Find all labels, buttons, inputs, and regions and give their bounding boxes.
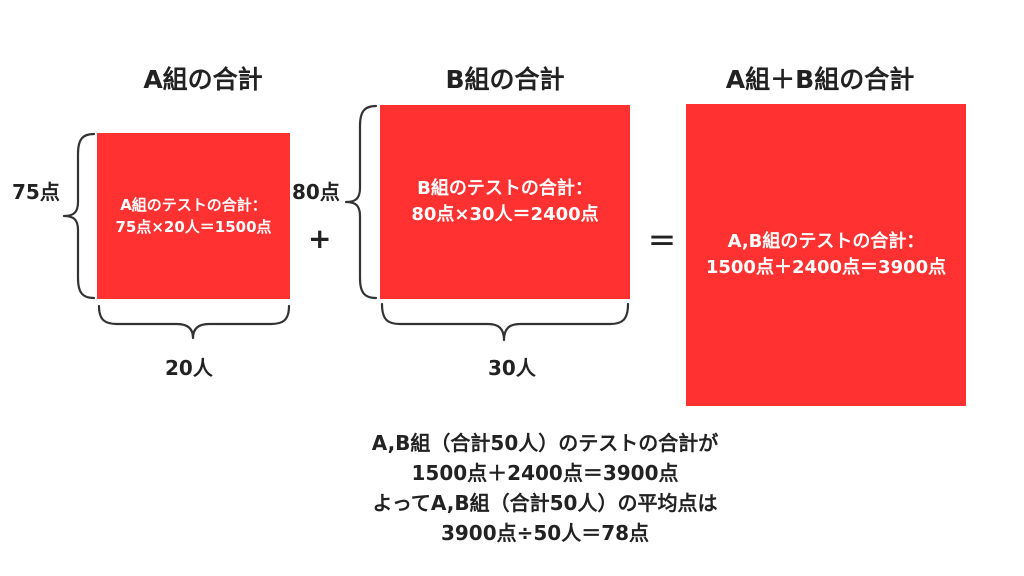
group-a-height-brace (62, 132, 96, 300)
group-ab-box-line2: 1500点＋2400点＝3900点 (705, 257, 947, 278)
equals-operator: ＝ (648, 225, 677, 258)
group-a-title: A組の合計 (143, 65, 263, 94)
group-a-width-label: 20人 (165, 356, 213, 380)
group-b-box-line2: 80点×30人＝2400点 (411, 204, 599, 225)
group-a-height-label: 75点 (12, 180, 60, 204)
plus-operator: + (308, 222, 332, 255)
group-b-box: B組のテストの合計： 80点×30人＝2400点 (380, 105, 630, 299)
group-a-box-line2: 75点×20人＝1500点 (115, 218, 272, 236)
group-a-box: A組のテストの合計： 75点×20人＝1500点 (97, 133, 290, 299)
summary-text: A,B組（合計50人）のテストの合計が 1500点＋2400点＝3900点 よっ… (330, 428, 760, 548)
group-b-height-label: 80点 (292, 180, 340, 204)
group-b-width-brace (380, 302, 630, 342)
summary-line1: A,B組（合計50人）のテストの合計が (371, 431, 719, 455)
group-b-width-label: 30人 (488, 356, 536, 380)
group-ab-box: A,B組のテストの合計： 1500点＋2400点＝3900点 (686, 104, 966, 406)
group-a-box-line1: A組のテストの合計： (120, 196, 267, 214)
summary-line3: よってA,B組（合計50人）の平均点は (372, 491, 718, 515)
group-b-box-line1: B組のテストの合計： (417, 178, 593, 199)
summary-line4: 3900点÷50人＝78点 (440, 521, 650, 545)
group-b-height-brace (344, 104, 378, 300)
group-a-width-brace (97, 304, 291, 340)
group-ab-title: A組＋B組の合計 (725, 65, 915, 94)
group-b-title: B組の合計 (445, 65, 565, 94)
summary-line2: 1500点＋2400点＝3900点 (411, 461, 679, 485)
group-ab-box-line1: A,B組のテストの合計： (727, 231, 925, 252)
